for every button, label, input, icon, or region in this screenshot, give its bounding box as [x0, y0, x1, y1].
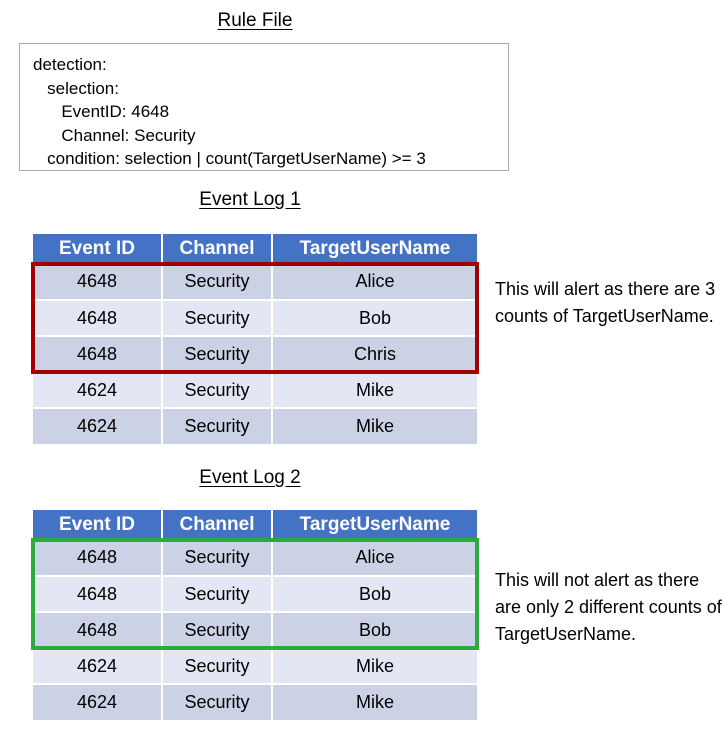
- event-log-1-annotation: This will alert as there are 3 counts of…: [495, 279, 716, 326]
- cell-event-id: 4624: [33, 648, 163, 685]
- rule-file-line: condition: selection | count(TargetUserN…: [33, 149, 426, 168]
- rule-file-title: Rule File: [217, 10, 293, 31]
- event-log-2-annotation: This will not alert as there are only 2 …: [495, 570, 722, 644]
- table-row: 4648 Security Chris: [33, 336, 477, 373]
- event-log-2-title: Event Log 2: [199, 467, 301, 488]
- cell-event-id: 4648: [33, 336, 163, 373]
- cell-event-id: 4624: [33, 684, 163, 720]
- table-row: 4648 Security Alice: [33, 264, 477, 301]
- cell-event-id: 4648: [33, 264, 163, 301]
- table-row: 4648 Security Alice: [33, 540, 477, 577]
- cell-channel: Security: [161, 264, 273, 301]
- rule-file-line: detection:: [33, 55, 107, 74]
- cell-event-id: 4648: [33, 612, 163, 649]
- cell-channel: Security: [161, 648, 273, 685]
- table-header-row: Event ID Channel TargetUserName: [33, 234, 477, 264]
- cell-target-user-name: Bob: [271, 612, 477, 649]
- cell-target-user-name: Mike: [271, 684, 477, 720]
- column-header-target-user-name: TargetUserName: [271, 234, 477, 264]
- cell-event-id: 4648: [33, 540, 163, 577]
- rule-file-box: detection: selection: EventID: 4648 Chan…: [19, 43, 509, 171]
- cell-channel: Security: [161, 612, 273, 649]
- rule-file-line: Channel: Security: [33, 125, 196, 145]
- table-row: 4624 Security Mike: [33, 408, 477, 444]
- column-header-event-id: Event ID: [33, 510, 163, 540]
- table-row: 4624 Security Mike: [33, 372, 477, 409]
- cell-target-user-name: Chris: [271, 336, 477, 373]
- event-log-1-table: Event ID Channel TargetUserName 4648 Sec…: [33, 234, 477, 444]
- cell-channel: Security: [161, 300, 273, 337]
- cell-channel: Security: [161, 684, 273, 720]
- table-row: 4624 Security Mike: [33, 684, 477, 720]
- table-row: 4648 Security Bob: [33, 300, 477, 337]
- cell-channel: Security: [161, 372, 273, 409]
- cell-target-user-name: Bob: [271, 300, 477, 337]
- cell-target-user-name: Alice: [271, 540, 477, 577]
- cell-event-id: 4648: [33, 576, 163, 613]
- cell-channel: Security: [161, 408, 273, 444]
- column-header-event-id: Event ID: [33, 234, 163, 264]
- table-header-row: Event ID Channel TargetUserName: [33, 510, 477, 540]
- cell-channel: Security: [161, 576, 273, 613]
- column-header-channel: Channel: [161, 510, 273, 540]
- table-row: 4648 Security Bob: [33, 576, 477, 613]
- table-row: 4624 Security Mike: [33, 648, 477, 685]
- cell-channel: Security: [161, 540, 273, 577]
- column-header-channel: Channel: [161, 234, 273, 264]
- rule-file-line: EventID: 4648: [33, 102, 170, 121]
- cell-target-user-name: Mike: [271, 372, 477, 409]
- rule-file-line: selection:: [33, 78, 119, 98]
- cell-target-user-name: Bob: [271, 576, 477, 613]
- event-log-1-title: Event Log 1: [199, 189, 301, 210]
- cell-event-id: 4624: [33, 372, 163, 409]
- cell-target-user-name: Mike: [271, 408, 477, 444]
- cell-event-id: 4648: [33, 300, 163, 337]
- table-row: 4648 Security Bob: [33, 612, 477, 649]
- column-header-target-user-name: TargetUserName: [271, 510, 477, 540]
- event-log-2-table: Event ID Channel TargetUserName 4648 Sec…: [33, 510, 477, 720]
- cell-event-id: 4624: [33, 408, 163, 444]
- cell-channel: Security: [161, 336, 273, 373]
- cell-target-user-name: Alice: [271, 264, 477, 301]
- cell-target-user-name: Mike: [271, 648, 477, 685]
